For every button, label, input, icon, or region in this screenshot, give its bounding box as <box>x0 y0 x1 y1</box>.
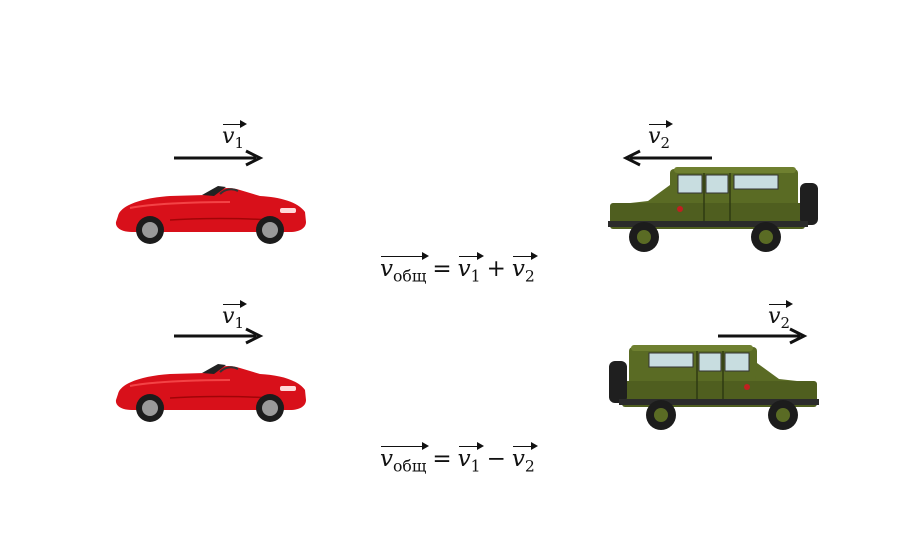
v1-label-bottom: v1 <box>222 300 247 333</box>
v2-label-top: v2 <box>648 120 673 153</box>
velocity-arrow-right-bottom-right <box>718 327 808 345</box>
formula-relative-velocity-difference: vобщ=v1−v2 <box>380 442 538 476</box>
velocity-arrow-left-top <box>622 149 712 167</box>
military-jeep-icon <box>608 167 818 252</box>
military-jeep-icon <box>609 345 819 430</box>
v1-label-top: v1 <box>222 120 247 153</box>
velocity-arrow-right-top <box>174 149 264 167</box>
velocity-arrow-right-bottom-left <box>174 327 264 345</box>
red-convertible-car-icon <box>115 186 306 244</box>
red-convertible-car-icon <box>115 364 306 422</box>
v2-label-bottom: v2 <box>768 300 793 333</box>
formula-relative-velocity-sum: vобщ=v1+v2 <box>380 252 538 286</box>
